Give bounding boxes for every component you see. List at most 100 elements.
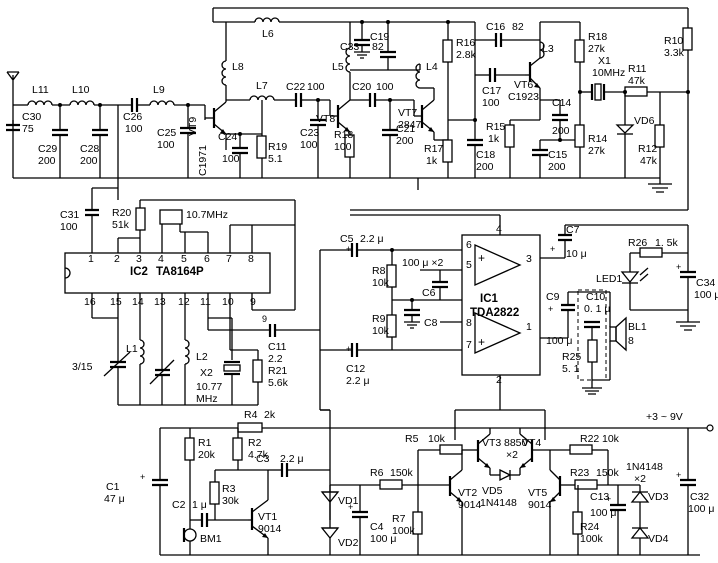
svg-text:0. 1 μ: 0. 1 μ <box>584 303 610 315</box>
svg-text:1: 1 <box>88 253 94 265</box>
svg-text:8: 8 <box>466 317 472 329</box>
svg-text:R15: R15 <box>486 121 505 133</box>
svg-text:9: 9 <box>250 296 256 308</box>
svg-text:82: 82 <box>372 41 384 53</box>
transistor-vt1 <box>248 499 269 539</box>
svg-text:2.2 μ: 2.2 μ <box>360 233 384 245</box>
speaker-icon <box>609 316 627 352</box>
svg-text:IC2: IC2 <box>130 266 148 278</box>
svg-text:1N4148: 1N4148 <box>626 461 663 473</box>
svg-text:100 μ: 100 μ <box>688 503 715 515</box>
svg-text:C22: C22 <box>286 81 305 93</box>
svg-text:C28: C28 <box>80 143 99 155</box>
inductor-l9 <box>149 100 175 106</box>
transistor-vt8 <box>329 99 351 133</box>
svg-text:C31: C31 <box>60 209 79 221</box>
svg-text:100k: 100k <box>392 525 416 537</box>
svg-text:VT4: VT4 <box>522 437 541 449</box>
svg-text:47 μ: 47 μ <box>104 493 125 505</box>
svg-text:C29: C29 <box>38 143 57 155</box>
inductor-l3 <box>539 41 545 59</box>
svg-text:75: 75 <box>22 123 34 135</box>
svg-text:200: 200 <box>38 155 56 167</box>
svg-text:100: 100 <box>307 81 325 93</box>
svg-text:C25: C25 <box>157 127 176 139</box>
svg-text:C12: C12 <box>346 363 365 375</box>
svg-text:L1: L1 <box>126 343 138 355</box>
svg-text:47k: 47k <box>628 75 646 87</box>
svg-text:100 μ: 100 μ <box>546 335 573 347</box>
svg-text:C32: C32 <box>690 491 709 503</box>
antenna-icon <box>6 71 20 95</box>
svg-text:VT2: VT2 <box>458 487 477 499</box>
svg-text:R2: R2 <box>248 437 262 449</box>
svg-text:+3 ~ 9V: +3 ~ 9V <box>646 411 683 423</box>
svg-text:100: 100 <box>482 97 500 109</box>
svg-text:TDA2822: TDA2822 <box>470 307 519 319</box>
svg-text:3: 3 <box>136 253 142 265</box>
svg-text:5: 5 <box>181 253 187 265</box>
svg-text:C4: C4 <box>370 521 384 533</box>
svg-text:L2: L2 <box>196 351 208 363</box>
svg-text:1k: 1k <box>488 133 500 145</box>
svg-text:VT7: VT7 <box>398 107 417 119</box>
svg-text:R5: R5 <box>405 433 419 445</box>
svg-text:5: 5 <box>466 259 472 271</box>
svg-text:L10: L10 <box>72 84 90 96</box>
svg-text:VD1: VD1 <box>338 495 359 507</box>
svg-text:VD2: VD2 <box>338 537 359 549</box>
svg-text:C21: C21 <box>396 123 415 135</box>
svg-text:3/15: 3/15 <box>72 361 93 373</box>
ic2-ta8164p: IC2 TA8164P 1 2 3 4 5 6 7 8 16 15 14 13 … <box>60 188 296 350</box>
inductor-l10 <box>69 100 95 106</box>
svg-text:7: 7 <box>226 253 232 265</box>
capacitor-c30 <box>6 120 20 132</box>
svg-text:12: 12 <box>178 296 190 308</box>
svg-text:2.2 μ: 2.2 μ <box>280 453 304 465</box>
svg-text:10k: 10k <box>428 433 446 445</box>
svg-text:4.7k: 4.7k <box>248 449 269 461</box>
svg-text:C7: C7 <box>566 224 580 236</box>
svg-text:1. 5k: 1. 5k <box>655 237 679 249</box>
svg-text:C11: C11 <box>268 341 287 353</box>
transistor-vt5 <box>549 469 562 503</box>
inductor-l7 <box>249 95 275 101</box>
transistor-vt3 <box>462 433 491 469</box>
svg-text:C6: C6 <box>422 287 436 299</box>
svg-text:VD6: VD6 <box>634 115 655 127</box>
svg-text:C2: C2 <box>172 499 186 511</box>
svg-text:R6: R6 <box>370 467 384 479</box>
svg-text:1 μ: 1 μ <box>192 499 207 511</box>
svg-text:+: + <box>676 262 681 272</box>
svg-text:VD3: VD3 <box>648 491 669 503</box>
svg-text:R9: R9 <box>372 313 386 325</box>
svg-text:100: 100 <box>376 81 394 93</box>
svg-text:10k: 10k <box>372 277 390 289</box>
svg-text:R21: R21 <box>268 365 287 377</box>
svg-text:C8: C8 <box>424 317 438 329</box>
transistor-vt4 <box>519 433 550 469</box>
svg-text:2k: 2k <box>264 409 276 421</box>
svg-text:L8: L8 <box>232 61 244 73</box>
svg-text:15: 15 <box>110 296 122 308</box>
svg-text:C1971: C1971 <box>197 145 209 176</box>
svg-text:6: 6 <box>204 253 210 265</box>
svg-text:+: + <box>606 494 611 504</box>
svg-text:100: 100 <box>334 141 352 153</box>
svg-text:R16: R16 <box>456 37 475 49</box>
svg-text:C20: C20 <box>352 81 371 93</box>
svg-text:VT6: VT6 <box>514 79 533 91</box>
svg-text:4: 4 <box>158 253 164 265</box>
svg-text:+: + <box>346 244 351 254</box>
svg-text:VT9: VT9 <box>187 117 199 136</box>
svg-text:2.8k: 2.8k <box>456 49 477 61</box>
svg-text:100: 100 <box>222 153 240 165</box>
svg-text:VD4: VD4 <box>648 533 669 545</box>
svg-text:5.6k: 5.6k <box>268 377 289 389</box>
svg-text:C1923: C1923 <box>508 91 539 103</box>
svg-text:14: 14 <box>132 296 144 308</box>
svg-text:100: 100 <box>157 139 175 151</box>
svg-text:200: 200 <box>476 161 494 173</box>
svg-text:R24: R24 <box>580 521 599 533</box>
